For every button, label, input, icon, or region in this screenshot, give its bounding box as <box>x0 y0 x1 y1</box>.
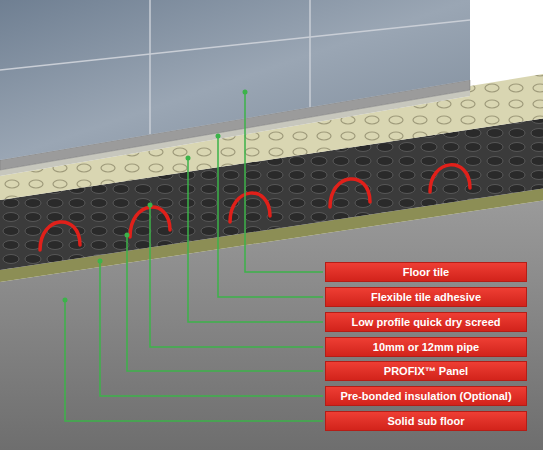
label-box: Flexible tile adhesive <box>325 287 527 307</box>
label-box: 10mm or 12mm pipe <box>325 337 527 357</box>
label-box: Solid sub floor <box>325 411 527 431</box>
label-box: Floor tile <box>325 262 527 282</box>
label-box: PROFIX™ Panel <box>325 361 527 381</box>
label-box: Pre-bonded insulation (Optional) <box>325 386 527 406</box>
label-text: Low profile quick dry screed <box>351 316 500 329</box>
label-text: Solid sub floor <box>388 415 465 428</box>
label-text: Pre-bonded insulation (Optional) <box>340 390 511 403</box>
label-text: 10mm or 12mm pipe <box>373 341 479 354</box>
label-text: Floor tile <box>403 266 449 279</box>
label-box: Low profile quick dry screed <box>325 312 527 332</box>
label-text: PROFIX™ Panel <box>384 365 468 378</box>
label-text: Flexible tile adhesive <box>371 291 481 304</box>
